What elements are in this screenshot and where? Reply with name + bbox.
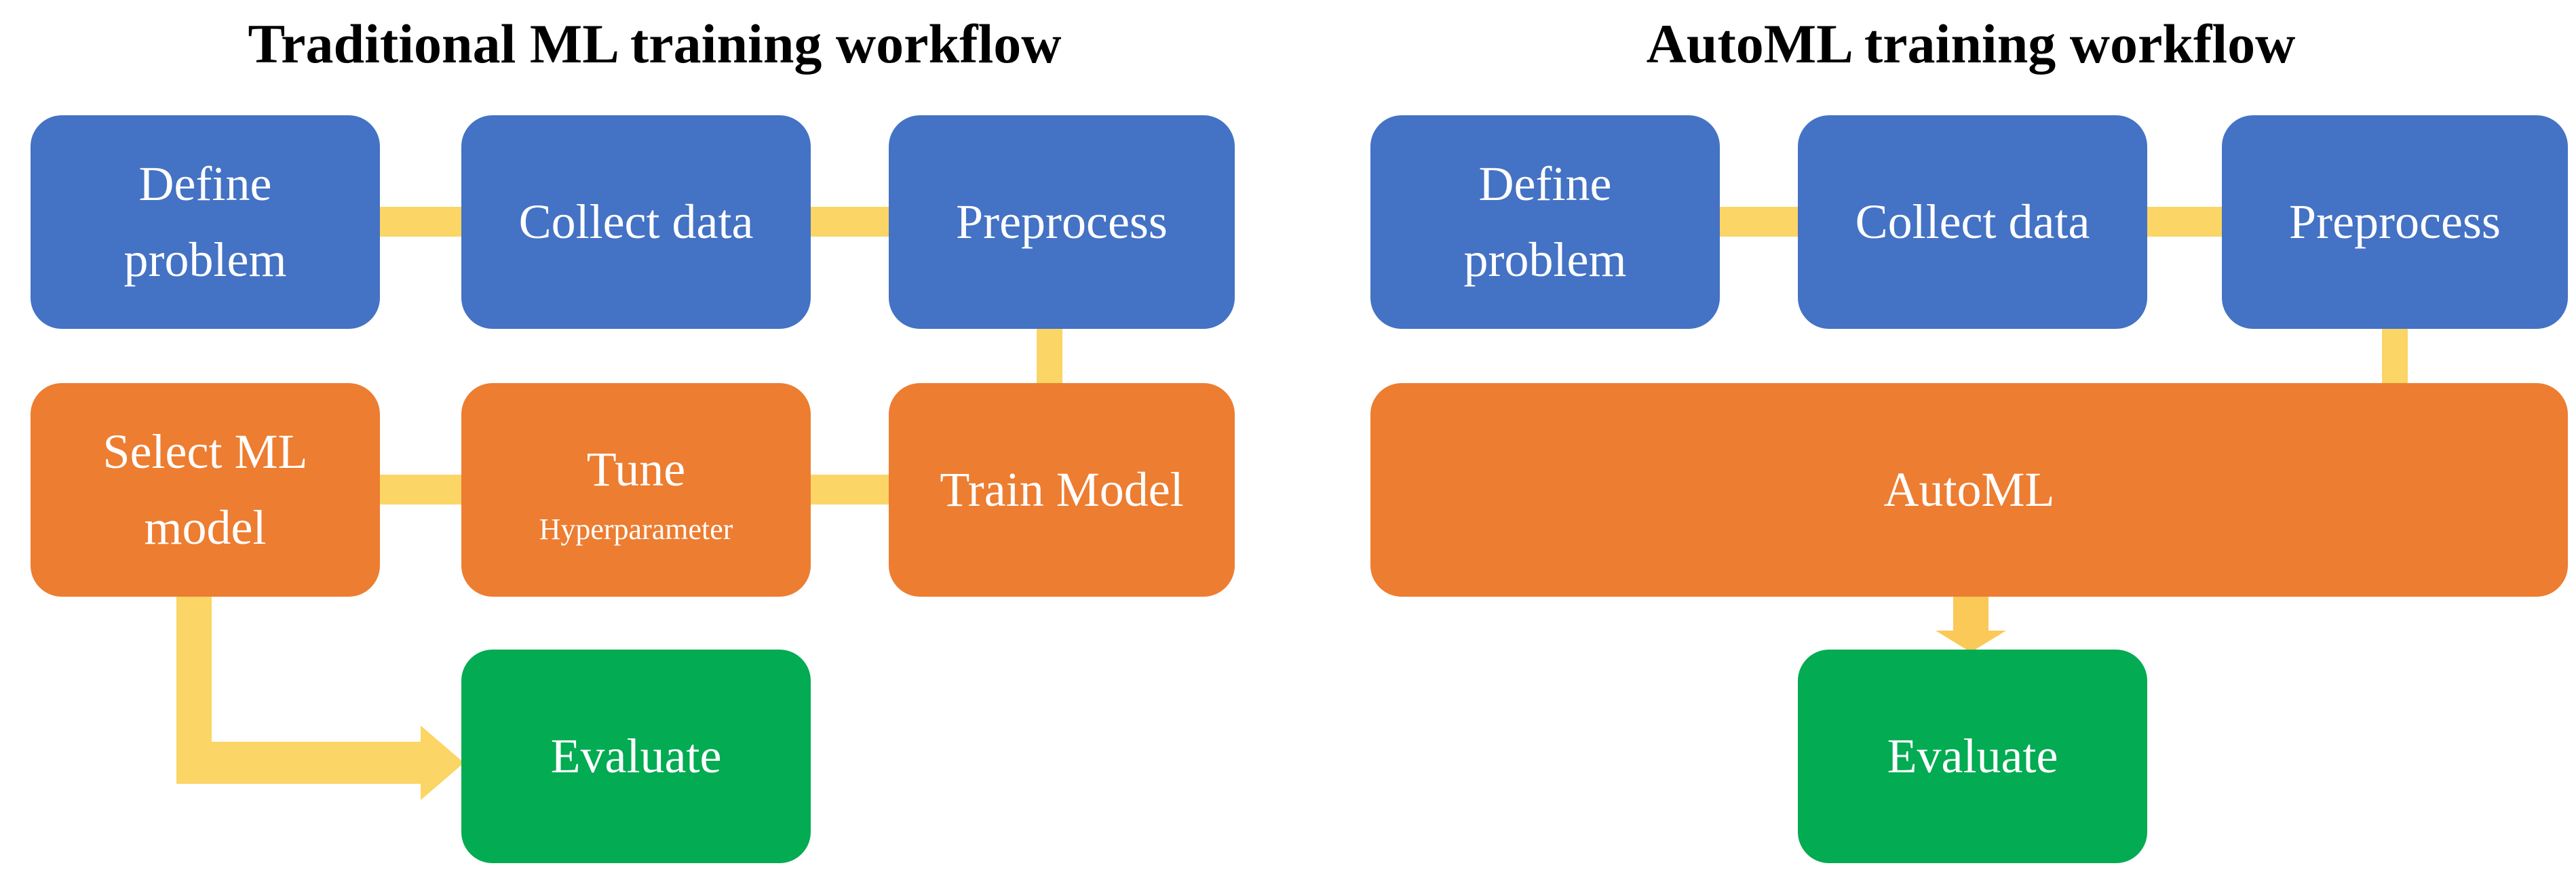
connector-tune-to-train [811, 475, 889, 504]
node-preprocess-traditional: Preprocess [889, 115, 1235, 329]
node-automl: AutoML [1370, 383, 2568, 597]
connector-preprocess-to-train-model [1037, 329, 1062, 384]
connector-define-to-collect-automl [1720, 207, 1798, 237]
connector-define-to-collect-traditional [380, 207, 461, 237]
node-label: Evaluate [1887, 728, 2058, 783]
node-define-problem-traditional: Define problem [31, 115, 380, 329]
node-label: Train Model [940, 462, 1184, 517]
node-tune-hyperparameter: Tune Hyperparameter [461, 383, 811, 597]
arrowhead-right-icon [421, 726, 464, 800]
connector-collect-to-preprocess-traditional [811, 207, 889, 237]
node-label: Preprocess [2289, 194, 2501, 249]
arrowhead-down-icon [1936, 631, 2006, 652]
node-label: Tune [586, 442, 686, 497]
traditional-workflow-title: Traditional ML training workflow [248, 13, 1062, 75]
node-train-model: Train Model [889, 383, 1235, 597]
node-evaluate-automl: Evaluate [1798, 650, 2147, 863]
node-label: Select ML model [102, 424, 308, 555]
node-label: Evaluate [550, 728, 722, 783]
connector-select-to-tune [380, 475, 461, 504]
node-sublabel: Hyperparameter [539, 512, 733, 546]
node-define-problem-automl: Define problem [1370, 115, 1720, 329]
node-label: Define problem [1463, 156, 1627, 287]
node-label: Define problem [123, 156, 287, 287]
node-label: Collect data [518, 194, 754, 249]
node-label: Collect data [1855, 194, 2090, 249]
node-preprocess-automl: Preprocess [2222, 115, 2568, 329]
node-collect-data-automl: Collect data [1798, 115, 2147, 329]
node-select-ml-model: Select ML model [31, 383, 380, 597]
arrow-automl-to-evaluate-shaft [1953, 597, 1988, 632]
arrow-select-to-evaluate-horizontal-segment [176, 742, 421, 784]
node-collect-data-traditional: Collect data [461, 115, 811, 329]
connector-collect-to-preprocess-automl [2147, 207, 2222, 237]
connector-preprocess-to-automl [2382, 329, 2408, 384]
node-label: AutoML [1883, 462, 2055, 517]
node-label: Preprocess [956, 194, 1168, 249]
node-evaluate-traditional: Evaluate [461, 650, 811, 863]
automl-workflow-title: AutoML training workflow [1646, 13, 2296, 75]
